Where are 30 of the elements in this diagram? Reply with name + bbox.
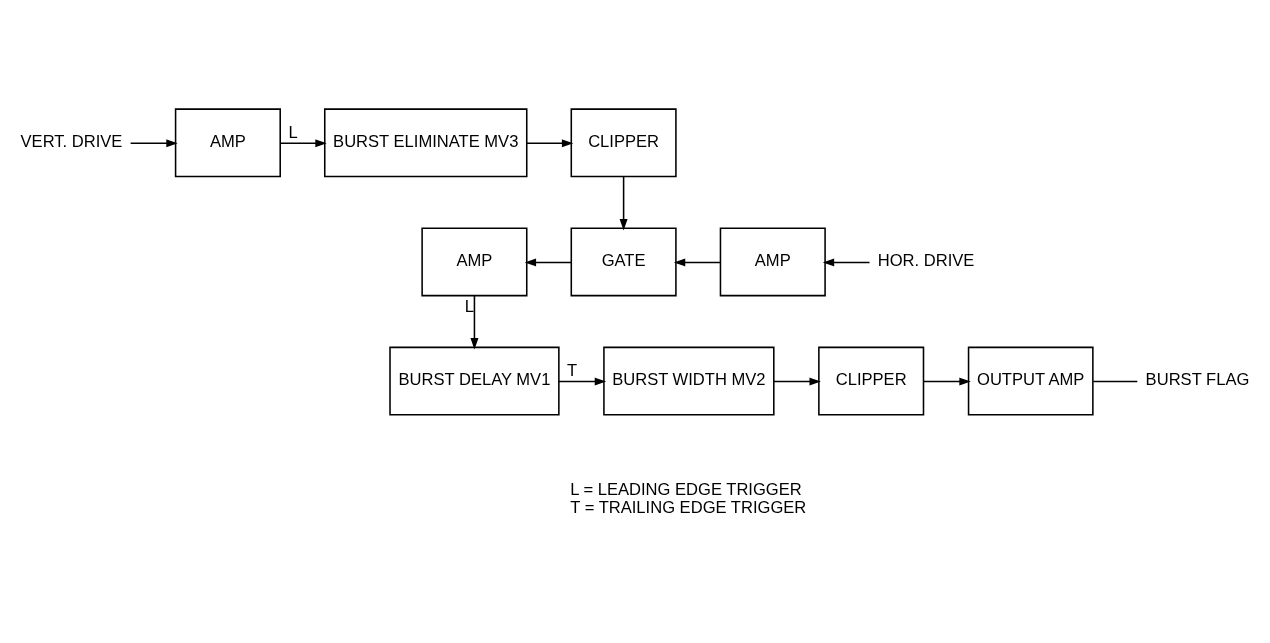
node-box: AMP xyxy=(719,227,826,297)
arrow xyxy=(619,175,628,231)
node-box: BURST DELAY MV1 xyxy=(389,346,560,416)
node-box: AMP xyxy=(174,108,281,178)
node-box: BURST ELIMINATE MV3 xyxy=(323,108,528,178)
node-box: OUTPUT AMP xyxy=(967,346,1094,416)
edge-label: L xyxy=(464,296,474,316)
label: L = LEADING EDGE TRIGGER xyxy=(570,479,802,499)
arrow xyxy=(129,139,178,148)
node-box: BURST WIDTH MV2 xyxy=(603,346,775,416)
node-box: CLIPPER xyxy=(570,108,677,178)
edge-label: L xyxy=(288,122,298,142)
connector xyxy=(1092,380,1139,383)
node-box: GATE xyxy=(570,227,677,297)
node-text: BURST FLAG xyxy=(1145,370,1250,389)
node-box: AMP xyxy=(421,227,528,297)
arrow xyxy=(470,295,479,350)
edge-label: T xyxy=(566,361,578,381)
label: T = TRAILING EDGE TRIGGER xyxy=(570,498,807,518)
arrow xyxy=(279,139,327,148)
arrow xyxy=(773,377,821,386)
node-box: CLIPPER xyxy=(818,346,925,416)
arrow xyxy=(526,139,574,148)
arrow xyxy=(822,258,871,267)
node-text: VERT. DRIVE xyxy=(20,131,123,151)
arrow xyxy=(524,258,572,267)
arrow xyxy=(558,377,607,386)
arrow xyxy=(673,258,721,267)
arrow xyxy=(923,377,971,386)
node-text: HOR. DRIVE xyxy=(877,250,975,270)
